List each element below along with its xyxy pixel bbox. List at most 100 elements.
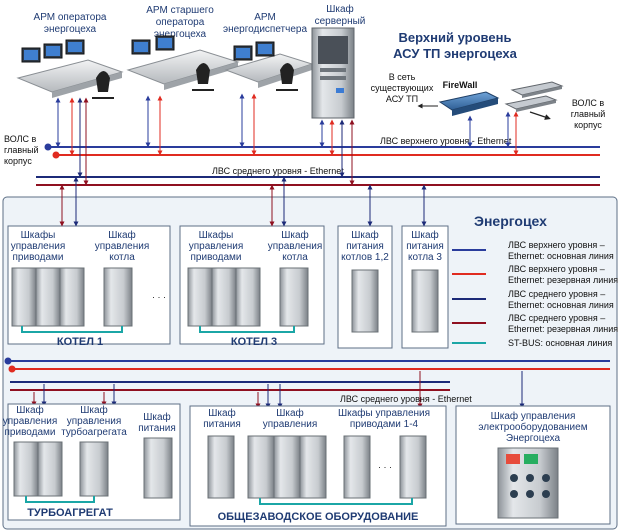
wols-right-l3: корпус (574, 120, 602, 130)
firewall-label: FireWall (443, 80, 478, 90)
general-cab3-l2: приводами 1-4 (350, 419, 419, 430)
workstation-dispatcher (224, 41, 314, 91)
boiler3-cab2-l2: управления (268, 241, 323, 252)
turbo-cab3-l2: питания (138, 423, 176, 434)
boiler1-cab1-l1: Шкафы (21, 229, 56, 241)
external-net-l3: АСУ ТП (386, 94, 418, 104)
general-cab2-l1: Шкаф (276, 407, 304, 419)
boiler3-cab2-l1: Шкаф (281, 229, 309, 241)
legend-item-2-l1: ЛВС среднего уровня – (508, 289, 605, 299)
server-label-l2: серверный (315, 16, 366, 27)
boiler3-cabinets (187, 267, 309, 333)
title-line2: АСУ ТП энергоцеха (393, 46, 518, 61)
general-cab1-l2: питания (203, 419, 241, 430)
boiler1-cab2-l1: Шкаф (108, 229, 136, 241)
title-line1: Верхний уровень (399, 30, 512, 45)
general-cab3-l1: Шкафы управления (338, 407, 430, 419)
power12-cabinet (351, 269, 379, 333)
wols-left-l2: главный (4, 145, 39, 155)
bus-middle-top-label: ЛВС среднего уровня - Ethernet (212, 166, 344, 176)
electro-l2: электрооборудованием (478, 421, 587, 433)
turbo-cabinets (13, 437, 173, 503)
external-net-l2: существующих (371, 83, 434, 93)
power3-cabinet (411, 269, 439, 333)
link-switch-wols (529, 111, 551, 120)
boiler1-cabinets (11, 267, 133, 333)
boiler3-cab2-l3: котла (282, 252, 308, 263)
legend-item-0-l1: ЛВС верхнего уровня – (508, 240, 605, 250)
network-switch-2 (504, 95, 558, 112)
server-label-l1: Шкаф (326, 3, 354, 15)
server-cabinet (311, 27, 355, 119)
general-ellipsis: · · · (378, 462, 392, 472)
wols-right-l1: ВОЛС в (572, 98, 605, 108)
general-name: ОБЩЕЗАВОДСКОЕ ОБОРУДОВАНИЕ (218, 511, 419, 523)
boiler1-cab1-l2: управления (11, 241, 66, 252)
boiler1-cab2-l2: управления (95, 241, 150, 252)
links-lower (31, 371, 525, 409)
legend-item-2-l2: Ethernet: основная линия (508, 300, 614, 310)
general-cab2-l2: управления (263, 419, 318, 430)
electro-l1: Шкаф управления (491, 410, 576, 422)
turbo-cab1-l1: Шкаф (16, 404, 44, 416)
links-top (55, 93, 519, 186)
bus-upper-main-node (44, 143, 52, 151)
turbo-cab2-l3: турбоагрегата (61, 426, 127, 438)
firewall-device (438, 91, 500, 116)
boiler3-cab1-l2: управления (189, 241, 244, 252)
boiler1-cab2-l3: котла (109, 252, 135, 263)
electro-l3: Энергоцеха (506, 433, 561, 444)
ws3-label-l2: энергодиспетчера (223, 24, 307, 35)
turbo-cab2-l2: управления (67, 416, 122, 427)
bus-upper-reserve-node (52, 151, 60, 159)
legend-item-1-l2: Ethernet: резервная линия (508, 275, 618, 285)
wols-left-l1: ВОЛС в (4, 134, 37, 144)
bus-middle-bottom-label: ЛВС среднего уровня - Ethernet (340, 394, 472, 404)
ws1-label-l1: АРМ оператора (34, 12, 107, 23)
turbo-cab1-l2: управления (3, 416, 58, 427)
power12-l3: котлов 1,2 (341, 252, 389, 263)
boiler1-cab1-l3: приводами (13, 252, 64, 263)
workstation-senior-operator (126, 35, 240, 91)
bus-lower-upper-main-node (4, 357, 12, 365)
legend-item-1-l1: ЛВС верхнего уровня – (508, 264, 605, 274)
legend-item-3-l2: Ethernet: резервная линия (508, 324, 618, 334)
ws2-label-l1: АРМ старшего (146, 5, 214, 16)
legend-item-4-l1: ST-BUS: основная линия (508, 338, 612, 348)
wols-right-l2: главный (571, 109, 606, 119)
legend-item-0-l2: Ethernet: основная линия (508, 251, 614, 261)
bus-lower-upper-reserve-node (8, 365, 16, 373)
ws3-label-l1: АРМ (254, 12, 276, 23)
power3-l2: питания (406, 241, 444, 252)
power3-l1: Шкаф (411, 229, 439, 241)
turbo-cab3-l1: Шкаф (143, 411, 171, 423)
ws2-label-l3: энергоцеха (154, 29, 207, 40)
energy-shop-title: Энергоцех (474, 213, 547, 229)
legend: ЛВС верхнего уровня – Ethernet: основная… (452, 240, 618, 348)
bus-upper-label: ЛВС верхнего уровня - Ethernet (380, 136, 512, 146)
boiler3-cab1-l3: приводами (191, 252, 242, 263)
legend-item-3-l1: ЛВС среднего уровня – (508, 313, 605, 323)
ws2-label-l2: оператора (156, 17, 205, 28)
boiler1-ellipsis: · · · (152, 292, 166, 302)
electro-cabinet (497, 447, 559, 519)
external-net-l1: В сеть (389, 72, 416, 82)
boiler3-cab1-l1: Шкафы (199, 229, 234, 241)
power3-l3: котла 3 (408, 252, 442, 263)
turbo-cab2-l1: Шкаф (80, 404, 108, 416)
general-cabinets (207, 435, 427, 505)
turbo-cab1-l3: приводами (5, 427, 56, 438)
general-cab1-l1: Шкаф (208, 407, 236, 419)
workstation-operator (16, 39, 124, 99)
boiler1-name: КОТЕЛ 1 (57, 336, 103, 348)
links-middle (59, 176, 427, 227)
network-switch-1 (510, 81, 564, 98)
power12-l1: Шкаф (351, 229, 379, 241)
boiler3-name: КОТЕЛ 3 (231, 336, 277, 348)
ws1-label-l2: энергоцеха (44, 24, 97, 35)
power12-l2: питания (346, 241, 384, 252)
turbo-name: ТУРБОАГРЕГАТ (27, 507, 113, 519)
wols-left-l3: корпус (4, 156, 32, 166)
